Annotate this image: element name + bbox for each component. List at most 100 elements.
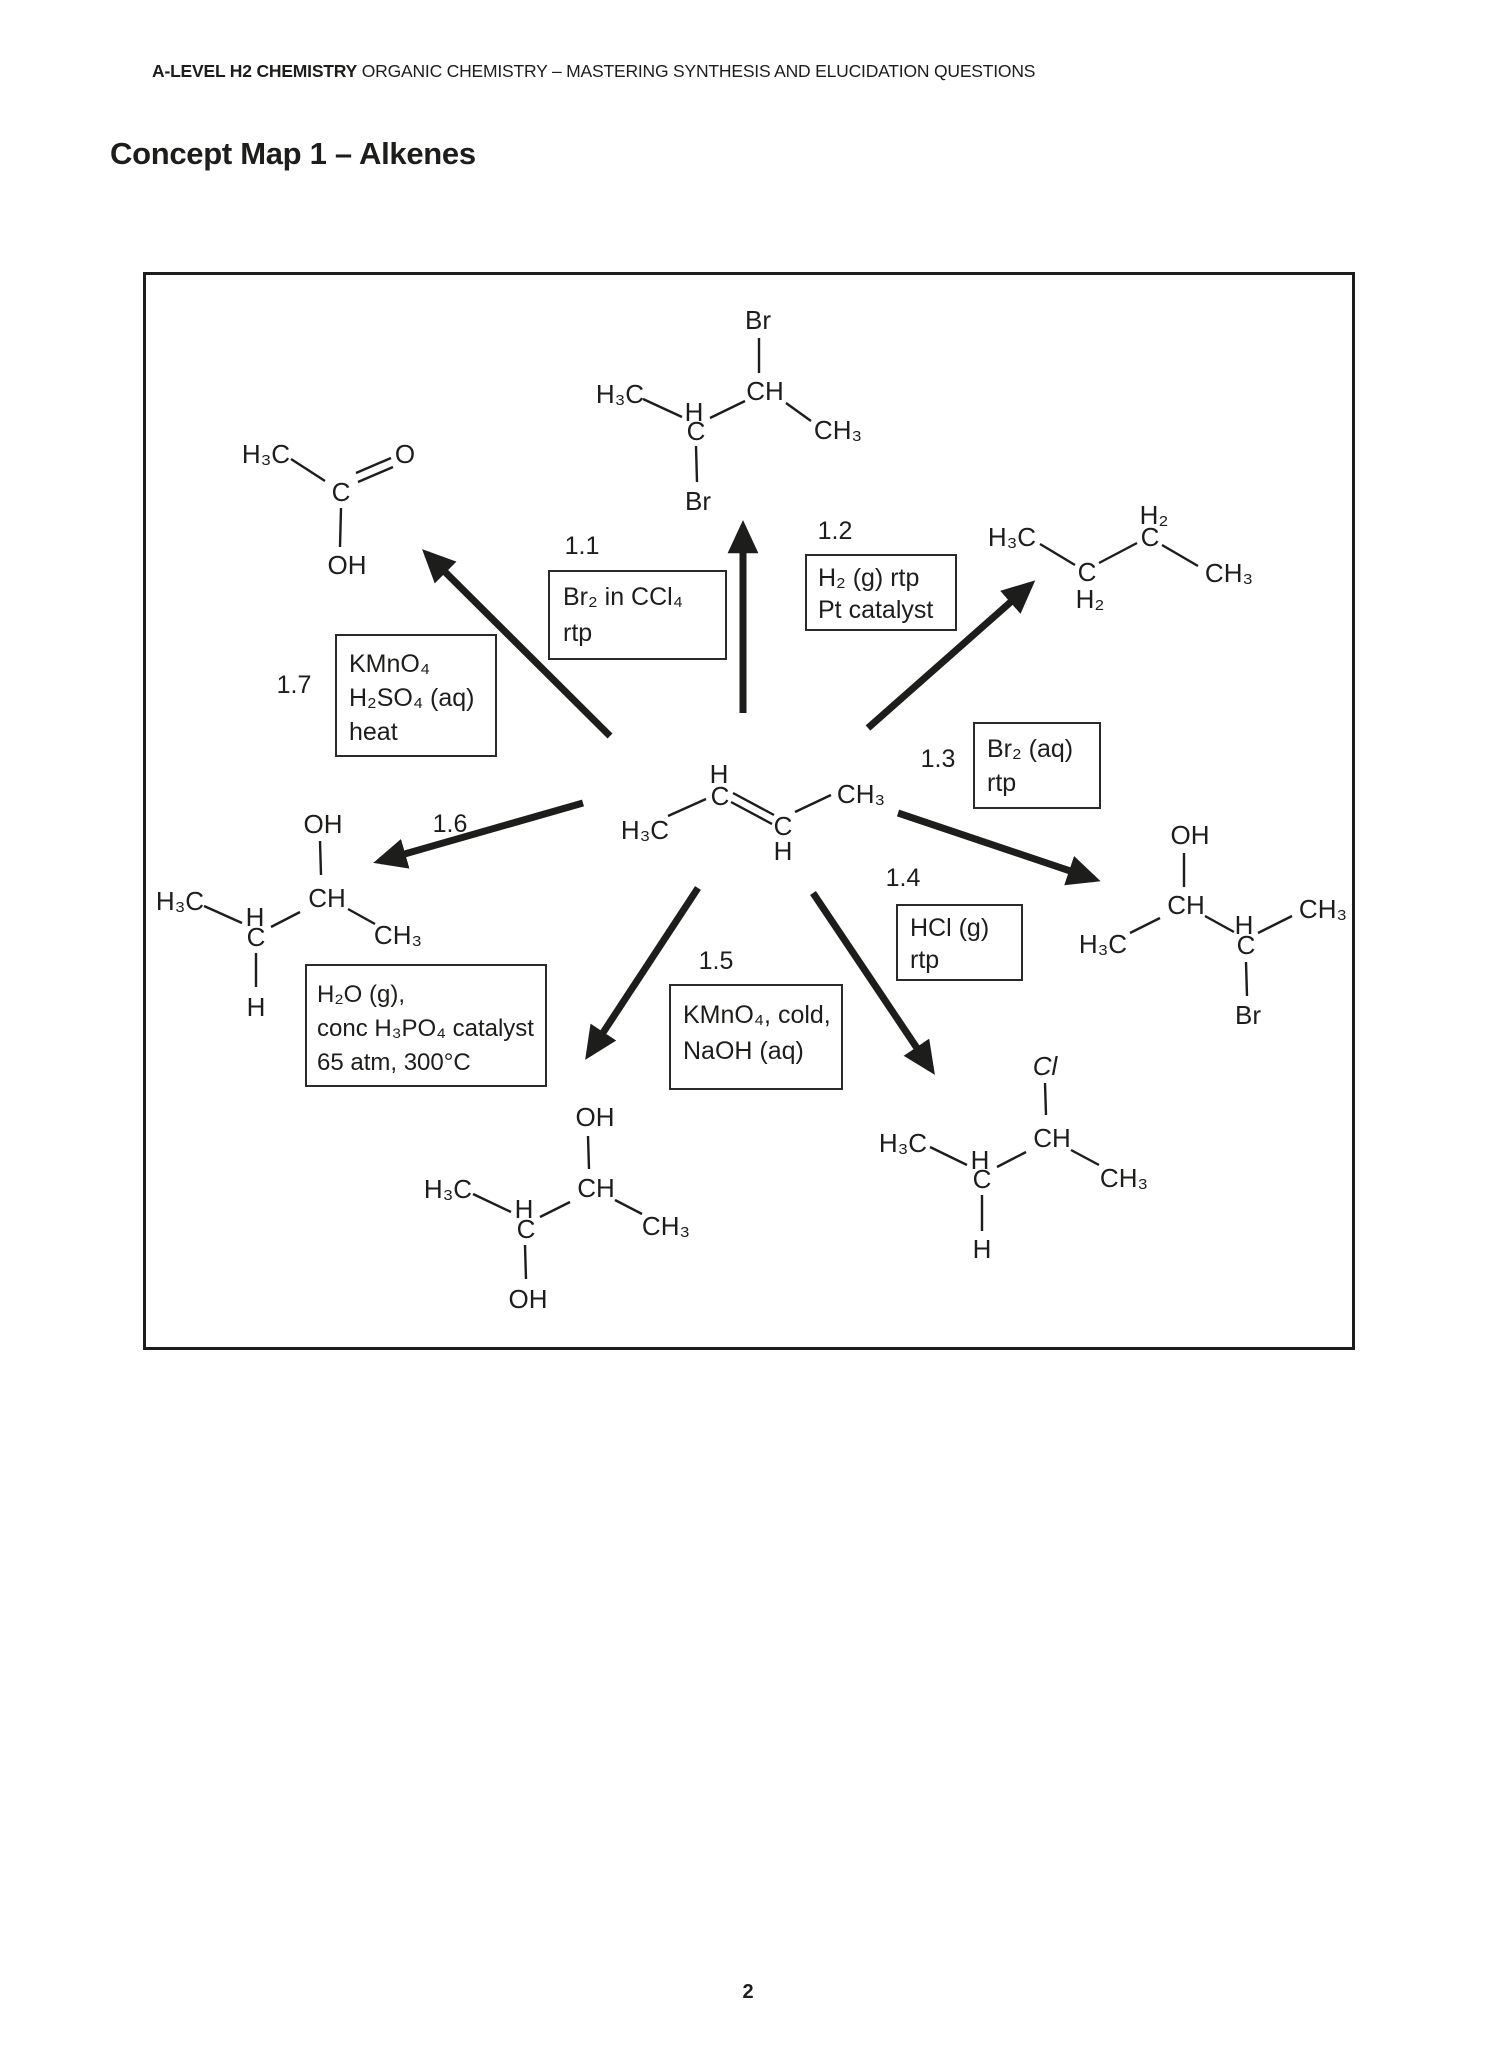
condition-box-border xyxy=(973,722,1101,809)
condition-line: rtp xyxy=(563,619,592,647)
reaction-arrow-1-5 xyxy=(585,886,701,1060)
molecule-2-chlorobutane: Cl CH H C H₃C H CH₃ xyxy=(879,1051,1148,1264)
page-number: 2 xyxy=(742,1981,754,2003)
step-label-1-7: 1.7 xyxy=(277,671,312,699)
condition-box-1-4: HCl (g) rtp xyxy=(896,904,1023,981)
atom-label: H xyxy=(971,1145,990,1175)
atom-label: C xyxy=(973,1164,992,1194)
bond xyxy=(1070,1148,1100,1167)
bond xyxy=(270,910,301,929)
bond xyxy=(1257,914,1293,935)
condition-line: Pt catalyst xyxy=(818,596,933,624)
condition-line: KMnO₄, cold, xyxy=(683,1001,831,1029)
condition-line: rtp xyxy=(910,946,939,974)
double-bond-line xyxy=(730,800,773,826)
condition-box-1-5: KMnO₄, cold, NaOH (aq) xyxy=(669,984,843,1090)
atom-label: H₃C xyxy=(1079,929,1127,959)
bond xyxy=(929,1145,968,1167)
atom-label: H xyxy=(973,1234,992,1264)
step-label-1-2: 1.2 xyxy=(818,517,853,545)
atom-label: CH xyxy=(308,883,346,913)
atom-label: H₂ xyxy=(1140,500,1169,530)
atom-label: CH₃ xyxy=(837,779,885,809)
atom-label: H₃C xyxy=(596,379,644,409)
bond xyxy=(996,1150,1027,1169)
condition-line: Br₂ in CCl₄ xyxy=(563,583,683,611)
atom-label: CH₃ xyxy=(1100,1163,1148,1193)
atom-label: CH xyxy=(1167,890,1205,920)
bond xyxy=(667,797,707,818)
condition-box-1-2: H₂ (g) rtp Pt catalyst xyxy=(805,554,957,631)
atom-label: Br xyxy=(1235,1000,1261,1030)
bond xyxy=(203,904,243,925)
atom-label: C xyxy=(774,811,793,841)
condition-box-border xyxy=(548,570,727,660)
condition-line: heat xyxy=(349,718,398,746)
atom-label: H₃C xyxy=(988,522,1036,552)
condition-box-1-6: H₂O (g), conc H₃PO₄ catalyst 65 atm, 300… xyxy=(305,964,547,1087)
bond xyxy=(694,445,699,483)
condition-line: KMnO₄ xyxy=(349,650,430,678)
atom-label: C xyxy=(711,781,730,811)
header-subtitle: ORGANIC CHEMISTRY – MASTERING SYNTHESIS … xyxy=(361,61,1036,81)
atom-label: CH xyxy=(577,1173,615,1203)
atom-label: CH xyxy=(1033,1123,1071,1153)
atom-label: CH xyxy=(746,376,784,406)
bond xyxy=(472,1192,512,1214)
atom-label: H xyxy=(1235,910,1254,940)
atom-label: C xyxy=(687,416,706,446)
atom-label: OH xyxy=(304,809,343,839)
condition-line: HCl (g) xyxy=(910,914,989,942)
molecule-but-2-ene: H₃C H C C H CH₃ xyxy=(621,759,885,866)
step-label-1-4: 1.4 xyxy=(886,864,921,892)
atom-label: OH xyxy=(509,1284,548,1314)
bond xyxy=(318,840,323,876)
condition-box-border xyxy=(335,634,497,757)
atom-label: Br xyxy=(745,305,771,335)
atom-label: C xyxy=(1237,930,1256,960)
atom-label: Cl xyxy=(1033,1051,1059,1081)
bond xyxy=(338,507,343,548)
condition-box-1-3: Br₂ (aq) rtp xyxy=(973,722,1101,809)
condition-box-1-7: KMnO₄ H₂SO₄ (aq) heat xyxy=(335,634,497,757)
atom-label: C xyxy=(332,477,351,507)
double-bond-line xyxy=(732,791,775,817)
bond xyxy=(614,1198,643,1216)
bond xyxy=(539,1200,571,1219)
concept-map-frame: 1.1 1.2 1.3 1.4 1.5 1.6 1.7 Br₂ in CCl₄ … xyxy=(143,272,1355,1350)
bond xyxy=(709,399,746,420)
atom-label: O xyxy=(395,439,415,469)
reaction-arrow-1-2 xyxy=(865,580,1036,731)
atom-label: H xyxy=(710,759,729,789)
header-course: A-LEVEL H2 CHEMISTRY xyxy=(152,61,358,81)
molecule-3-bromobutan-2-ol: OH CH H₃C H C CH₃ Br xyxy=(1079,820,1347,1030)
molecule-2-3-dibromobutane: Br CH CH₃ H C H₃C Br xyxy=(596,305,862,516)
bond xyxy=(1129,916,1161,935)
condition-line: rtp xyxy=(987,769,1016,797)
page-title: Concept Map 1 – Alkenes xyxy=(110,136,476,171)
bond xyxy=(1043,1082,1048,1116)
step-label-1-6: 1.6 xyxy=(433,810,468,838)
bond xyxy=(1161,543,1199,568)
molecule-butan-2-ol: OH CH H C H₃C H CH₃ xyxy=(156,809,422,1022)
atom-label: H₃C xyxy=(242,439,290,469)
atom-label: Br xyxy=(685,486,711,516)
atom-label: CH₃ xyxy=(1205,558,1253,588)
step-label-1-1: 1.1 xyxy=(565,532,600,560)
atom-label: H₂ xyxy=(1076,584,1105,614)
condition-line: Br₂ (aq) xyxy=(987,735,1073,763)
atom-label: H xyxy=(247,992,266,1022)
atom-label: CH₃ xyxy=(1299,894,1347,924)
bond xyxy=(1204,914,1235,934)
bond xyxy=(586,1135,591,1170)
atom-label: H xyxy=(246,902,265,932)
molecule-ethanoic-acid: H₃C C O OH xyxy=(242,439,415,580)
reaction-arrow-1-6 xyxy=(373,799,584,869)
bond xyxy=(290,457,326,483)
condition-line: H₂ (g) rtp xyxy=(818,564,919,592)
bond xyxy=(347,907,376,926)
bond xyxy=(1098,541,1138,565)
atom-label: C xyxy=(247,922,266,952)
condition-line: NaOH (aq) xyxy=(683,1037,804,1065)
condition-line: H₂O (g), xyxy=(317,981,405,1008)
